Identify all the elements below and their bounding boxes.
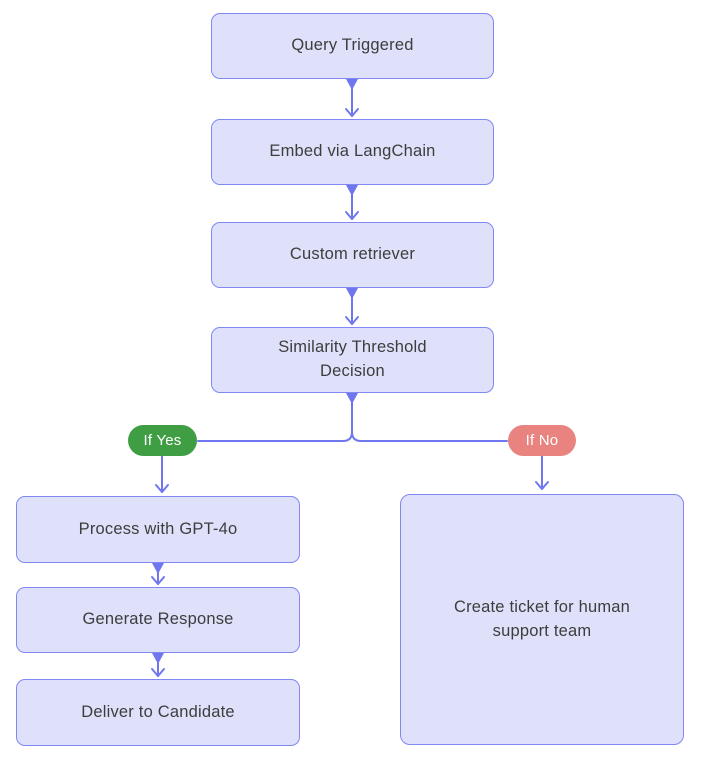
connector-process-to-generate	[151, 563, 165, 585]
branch-line-left	[197, 400, 353, 442]
node-custom-retriever: Custom retriever	[211, 222, 494, 288]
arrow-start-triangle	[346, 79, 358, 90]
arrowhead-chevron-icon	[535, 481, 549, 490]
node-create-ticket-human-support: Create ticket for human support team	[400, 494, 684, 745]
node-deliver-to-candidate: Deliver to Candidate	[16, 679, 300, 746]
connector-query-to-embed	[345, 79, 359, 117]
arrow-start-triangle	[152, 653, 164, 664]
node-label: Process with GPT-4o	[78, 519, 238, 538]
branch-label-if-yes: If Yes	[128, 425, 197, 456]
node-label: Similarity Threshold Decision	[278, 338, 427, 380]
arrowhead-chevron-icon	[345, 108, 359, 117]
connector-yes-to-process	[155, 455, 169, 493]
arrow-start-triangle	[152, 563, 164, 574]
node-label: Create ticket for human support team	[453, 597, 631, 640]
branch-label-text: If Yes	[143, 432, 182, 449]
arrow-start-triangle	[346, 185, 358, 196]
node-query-triggered: Query Triggered	[211, 13, 494, 79]
node-label: Custom retriever	[289, 245, 416, 264]
connector-no-to-ticket	[535, 455, 549, 490]
node-process-with-gpt4o: Process with GPT-4o	[16, 496, 300, 563]
connector-decision-branch	[197, 393, 508, 442]
node-generate-response: Generate Response	[16, 587, 300, 653]
node-similarity-threshold-decision: Similarity Threshold Decision	[211, 327, 494, 393]
branch-line-right	[351, 431, 508, 442]
arrow-start-triangle	[346, 288, 358, 299]
connector-embed-to-retriever	[345, 185, 359, 220]
arrowhead-chevron-icon	[155, 484, 169, 493]
arrowhead-chevron-icon	[345, 316, 359, 325]
branch-label-text: If No	[525, 432, 559, 449]
arrowhead-chevron-icon	[345, 211, 359, 220]
node-label: Deliver to Candidate	[81, 702, 235, 721]
connector-retriever-to-decision	[345, 288, 359, 325]
arrowhead-chevron-icon	[151, 576, 165, 585]
node-label: Generate Response	[82, 610, 234, 629]
node-label: Embed via LangChain	[269, 142, 436, 161]
arrowhead-chevron-icon	[151, 668, 165, 677]
node-label: Query Triggered	[291, 36, 414, 55]
connector-generate-to-deliver	[151, 653, 165, 677]
arrow-start-triangle	[346, 393, 358, 404]
branch-label-if-no: If No	[508, 425, 576, 456]
node-embed-via-langchain: Embed via LangChain	[211, 119, 494, 185]
